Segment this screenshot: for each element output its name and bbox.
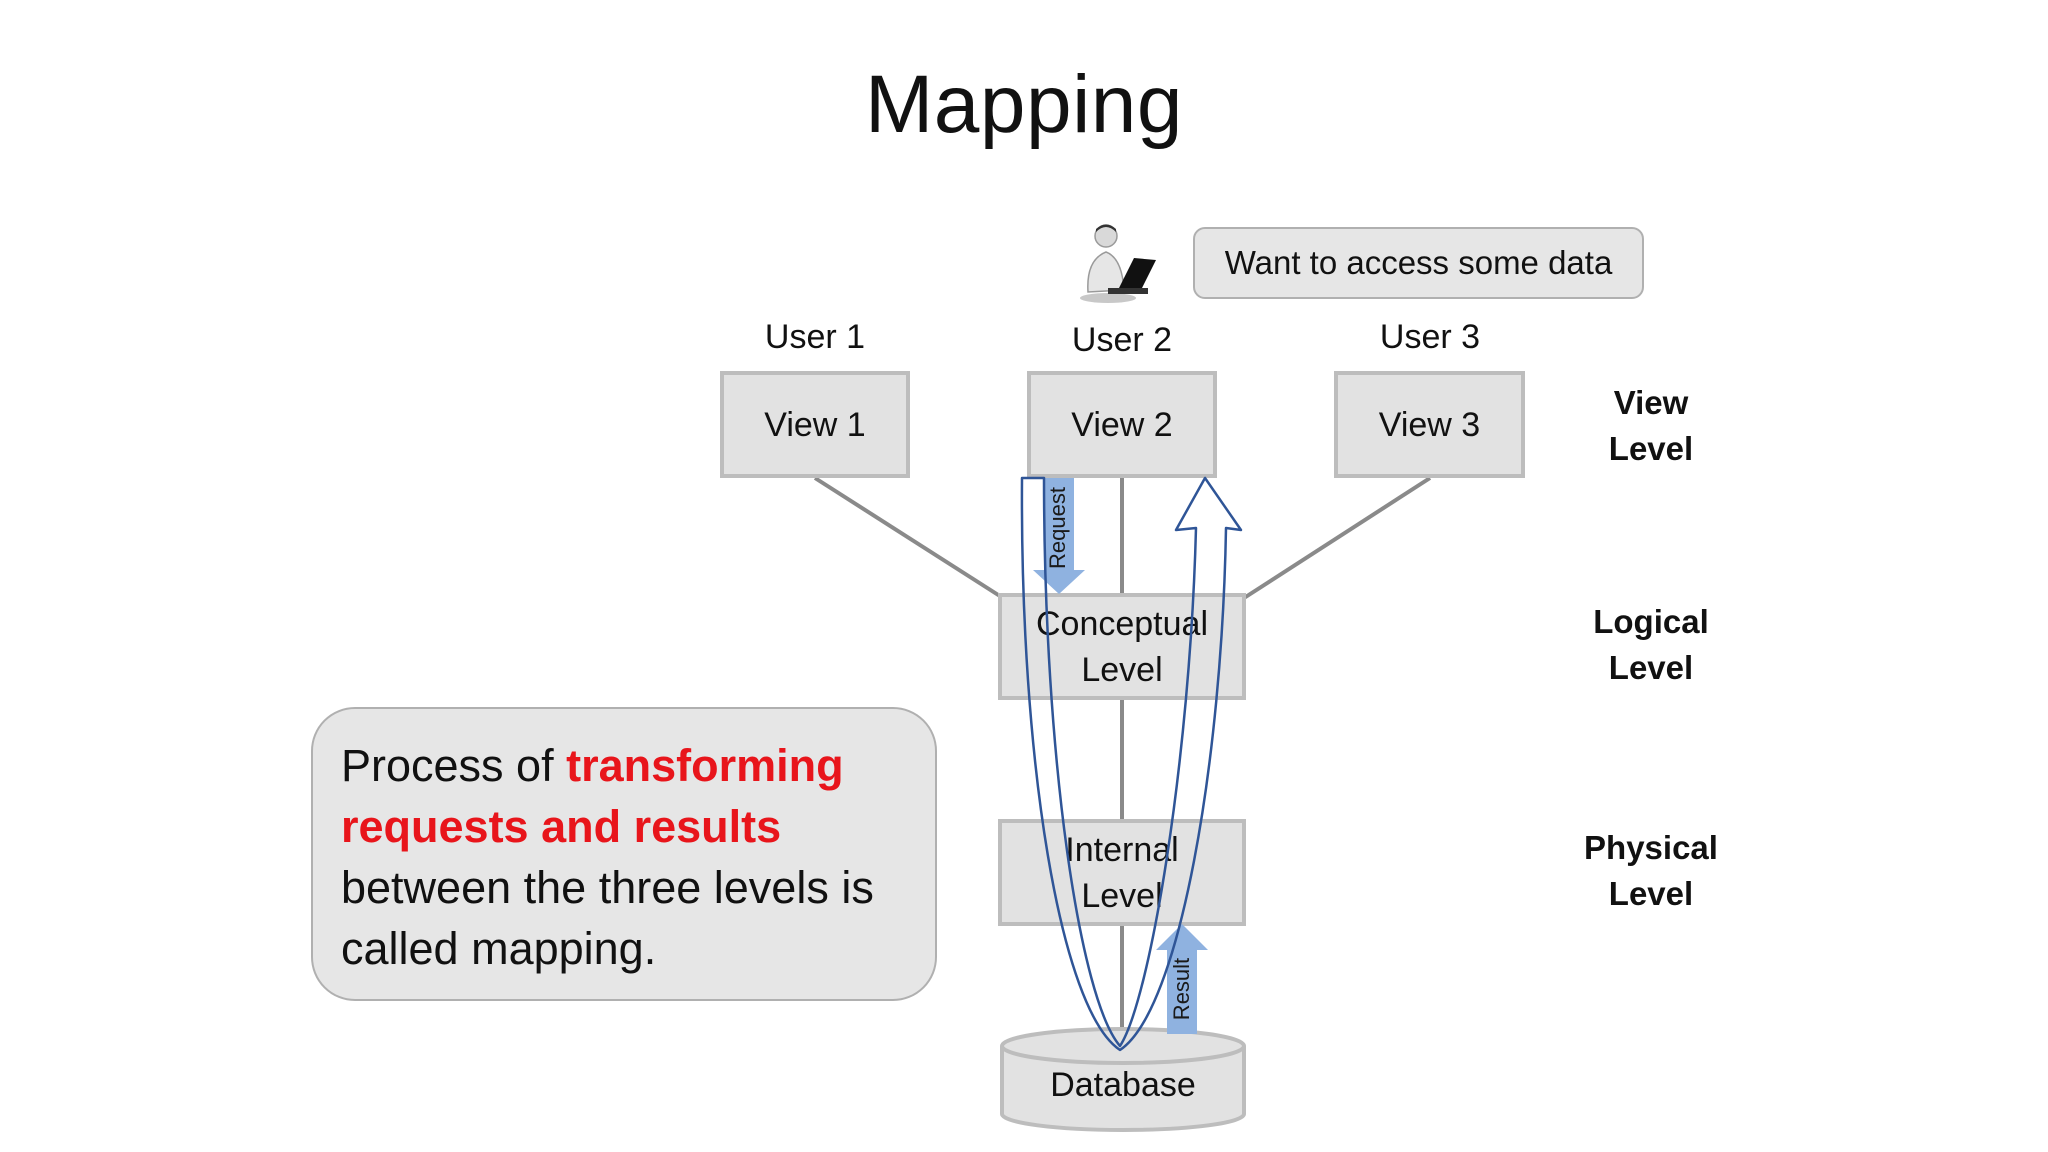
logical-level-line1: Logical	[1593, 603, 1709, 640]
request-arrow	[1033, 478, 1085, 594]
internal-line1: Internal	[1065, 830, 1179, 869]
database-label: Database	[1050, 1066, 1196, 1104]
internal-line2: Level	[1081, 876, 1163, 915]
person-at-laptop-icon	[1080, 224, 1156, 303]
callout-suffix: between the three levels is called mappi…	[341, 862, 874, 974]
view-box-3: View 3	[1334, 371, 1525, 478]
view-label-1: View 1	[764, 405, 866, 444]
view-label-2: View 2	[1071, 405, 1173, 444]
view-level-line1: View	[1613, 384, 1689, 421]
physical-level-line2: Level	[1608, 875, 1694, 912]
mapping-definition-callout: Process of transforming requests and res…	[311, 707, 937, 1001]
callout-highlight: transforming requests and results	[341, 740, 844, 852]
view-box-2: View 2	[1027, 371, 1217, 478]
slide-title: Mapping	[864, 59, 1184, 150]
user-label-2: User 2	[1071, 321, 1173, 359]
result-arrow-label: Result	[1169, 957, 1194, 1021]
logical-level-line2: Level	[1608, 649, 1694, 686]
logical-level-label: Logical Level	[1541, 599, 1761, 691]
internal-level-box: Internal Level	[998, 819, 1246, 926]
database-cylinder	[1000, 1027, 1246, 1132]
view-level-label: View Level	[1541, 380, 1761, 472]
conceptual-level-box: Conceptual Level	[998, 593, 1246, 700]
view-box-1: View 1	[720, 371, 910, 478]
view-level-line2: Level	[1608, 430, 1694, 467]
user-label-1: User 1	[764, 318, 866, 356]
speech-bubble: Want to access some data	[1193, 227, 1644, 299]
connector-view3-conceptual	[1242, 476, 1432, 600]
callout-prefix: Process of	[341, 740, 567, 791]
result-arrow	[1156, 924, 1208, 1034]
request-arrow-label: Request	[1045, 487, 1070, 569]
physical-level-line1: Physical	[1584, 829, 1718, 866]
conceptual-line1: Conceptual	[1035, 604, 1208, 643]
connector-view1-conceptual	[813, 476, 1005, 600]
user-label-3: User 3	[1379, 318, 1481, 356]
view-label-3: View 3	[1378, 405, 1481, 444]
physical-level-label: Physical Level	[1541, 825, 1761, 917]
conceptual-line2: Level	[1081, 650, 1163, 689]
mapping-loop-arrow	[1020, 476, 1243, 1052]
